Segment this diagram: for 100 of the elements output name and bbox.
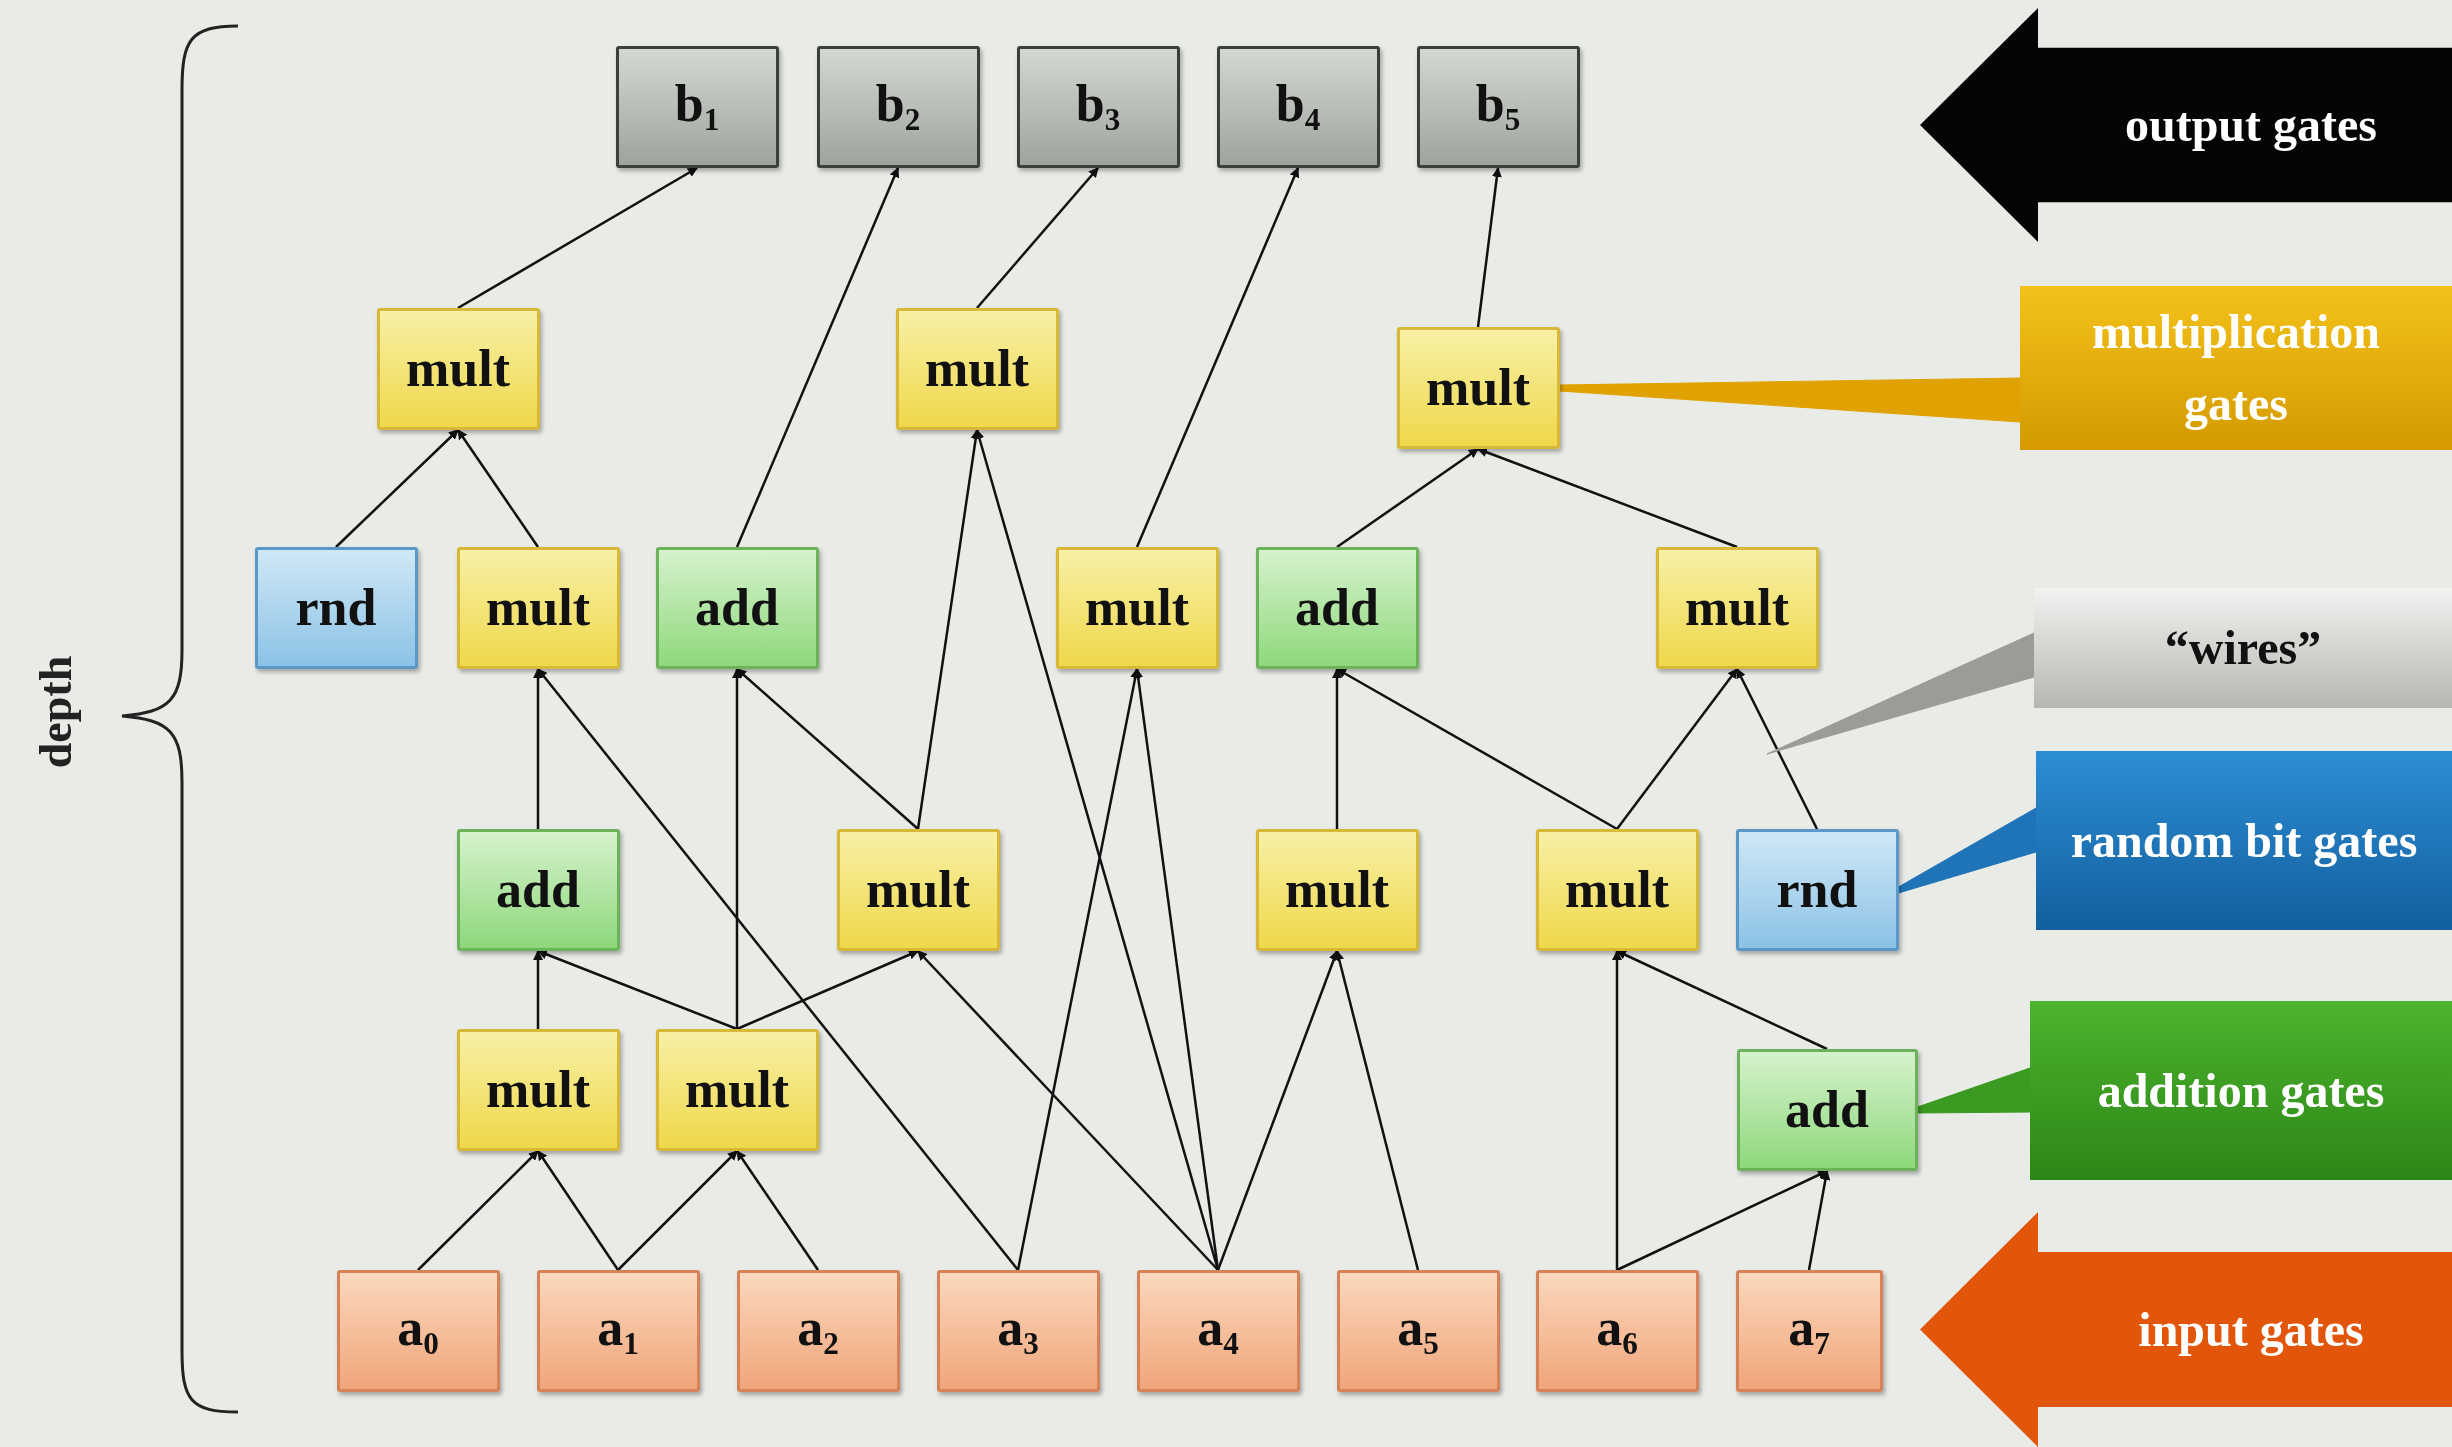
- gate-box: [936, 1270, 1100, 1392]
- wire-arrow: [1616, 949, 1828, 1051]
- gate-label: add: [695, 582, 779, 634]
- wire-arrow: [1612, 950, 1622, 1270]
- wire-arrow: [1476, 167, 1502, 328]
- gate-box: [376, 308, 540, 430]
- gate-label: add: [1785, 1084, 1869, 1136]
- callout-box: [2030, 1001, 2452, 1180]
- gate-box: [1255, 547, 1419, 669]
- gate-label: mult: [1426, 362, 1530, 414]
- gate-label: b$_{3}$: [1075, 78, 1121, 136]
- gate-label: mult: [1685, 582, 1789, 634]
- gate-label: a$_{0}$: [397, 1302, 439, 1360]
- gate-box: [1735, 1270, 1883, 1392]
- wire-arrow: [617, 1150, 738, 1271]
- axis-label: depth: [28, 655, 82, 769]
- gate-box: [655, 547, 819, 669]
- gate-box: [895, 308, 1059, 430]
- gate-label: mult: [486, 1064, 590, 1116]
- gate-label: rnd: [1776, 864, 1858, 916]
- wire-arrow: [1336, 447, 1479, 549]
- gate-box: [655, 1029, 819, 1151]
- gate-box: [1535, 829, 1699, 951]
- gate-box: [1416, 46, 1580, 168]
- wire-arrow: [533, 950, 543, 1029]
- gate-box: [456, 1029, 620, 1151]
- gate-box: [1736, 1049, 1918, 1171]
- callout-label: addition gates: [2097, 1062, 2385, 1119]
- gate-box: [1136, 1270, 1300, 1392]
- gate-label: a$_{2}$: [797, 1302, 839, 1360]
- gate-box: [736, 1270, 900, 1392]
- gate-label: rnd: [295, 582, 377, 634]
- wire-arrow: [1807, 1170, 1831, 1271]
- gate-box: [836, 829, 1000, 951]
- wire-arrow: [736, 949, 919, 1031]
- callout-box: [2036, 751, 2452, 930]
- callout-label: random bit gates: [2070, 812, 2418, 869]
- wire-arrow: [533, 668, 543, 829]
- gate-label: mult: [1565, 864, 1669, 916]
- gate-label: add: [496, 864, 580, 916]
- callout-pointer: [1898, 807, 2037, 894]
- wire-arrow: [1332, 668, 1342, 829]
- wire-arrow: [1616, 668, 1738, 830]
- gate-box: [1255, 829, 1419, 951]
- gate-label: a$_{4}$: [1197, 1302, 1239, 1360]
- callout-pointer: [1917, 1067, 2031, 1114]
- gate-label: mult: [1085, 582, 1189, 634]
- gate-label: b$_{2}$: [875, 78, 921, 136]
- callout-label: “wires”: [2164, 620, 2322, 676]
- callout-box: [2020, 286, 2452, 450]
- gate-box: [1336, 1270, 1500, 1392]
- gate-box: [336, 1270, 500, 1392]
- gate-label: a$_{5}$: [1397, 1302, 1439, 1360]
- gate-box: [456, 547, 620, 669]
- wire-arrow: [1735, 668, 1819, 830]
- wire-arrow: [456, 429, 540, 548]
- wire-arrow: [335, 429, 459, 548]
- gate-box: [1735, 829, 1899, 951]
- wire-arrow: [536, 1150, 620, 1271]
- gate-box: [816, 46, 980, 168]
- wire-arrow: [417, 1150, 539, 1271]
- wire-arrow: [917, 950, 1219, 1271]
- gate-label: a$_{6}$: [1596, 1302, 1638, 1360]
- wire-arrow: [1216, 950, 1339, 1271]
- gate-label: a$_{1}$: [597, 1302, 639, 1360]
- gate-box: [1016, 46, 1180, 168]
- callout-pointer: [1559, 377, 2021, 423]
- gate-label: mult: [486, 582, 590, 634]
- gate-label: add: [1295, 582, 1379, 634]
- gate-box: [456, 829, 620, 951]
- gate-box: [1055, 547, 1219, 669]
- wire-arrow: [1477, 447, 1738, 549]
- callout-label: output gates: [2124, 98, 2378, 152]
- gate-box: [615, 46, 779, 168]
- gate-box: [254, 547, 418, 669]
- gate-label: mult: [925, 343, 1029, 395]
- gate-label: mult: [1285, 864, 1389, 916]
- wire-arrow: [732, 668, 742, 1029]
- wire-arrow: [457, 166, 698, 310]
- wire-arrow: [537, 668, 1019, 1271]
- wire-arrow: [976, 167, 1099, 309]
- callout-pointer: [1766, 632, 2035, 755]
- wire-arrow: [736, 668, 919, 830]
- gate-label: mult: [685, 1064, 789, 1116]
- gate-label: a$_{7}$: [1788, 1302, 1830, 1360]
- gate-label: b$_{5}$: [1475, 78, 1521, 136]
- gate-box: [536, 1270, 700, 1392]
- gate-box: [1535, 1270, 1699, 1392]
- gate-box: [1396, 327, 1560, 449]
- gate-label: mult: [866, 864, 970, 916]
- gate-label: b$_{1}$: [674, 78, 720, 136]
- wire-arrow: [1616, 1169, 1828, 1272]
- gate-box: [1216, 46, 1380, 168]
- callout-label: input gates: [2137, 1303, 2365, 1356]
- gate-box: [1655, 547, 1819, 669]
- gate-label: mult: [406, 343, 510, 395]
- wire-arrow: [735, 167, 900, 548]
- gate-label: b$_{4}$: [1275, 78, 1321, 136]
- wire-arrow: [1336, 667, 1618, 831]
- wire-arrow: [1135, 167, 1300, 548]
